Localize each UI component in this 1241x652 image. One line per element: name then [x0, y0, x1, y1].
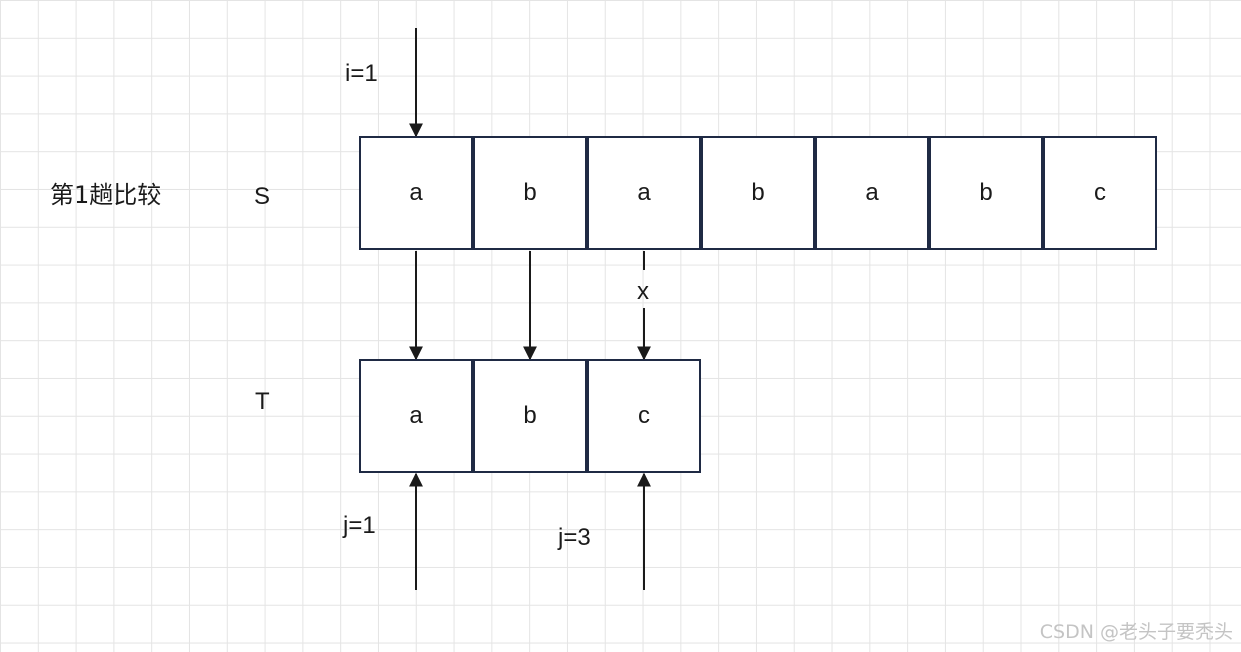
mismatch-mark: x	[637, 278, 649, 305]
t-cell-3: c	[587, 359, 701, 473]
s-cell-3: a	[587, 136, 701, 250]
t-cell-1: a	[359, 359, 473, 473]
s-cell-1: a	[359, 136, 473, 250]
s-cell-4: b	[701, 136, 815, 250]
s-cell-5: a	[815, 136, 929, 250]
s-cell-7: c	[1043, 136, 1157, 250]
watermark: CSDN @老头子要秃头	[1039, 621, 1233, 643]
i-pointer-label: i=1	[345, 60, 378, 87]
row-label: 第1趟比较	[50, 181, 162, 209]
j-end-label: j=3	[558, 524, 591, 551]
t-cell-2: b	[473, 359, 587, 473]
j-start-label: j=1	[343, 512, 376, 539]
s-label: S	[254, 183, 271, 210]
s-cell-2: b	[473, 136, 587, 250]
s-cell-6: b	[929, 136, 1043, 250]
t-label: T	[255, 388, 270, 415]
